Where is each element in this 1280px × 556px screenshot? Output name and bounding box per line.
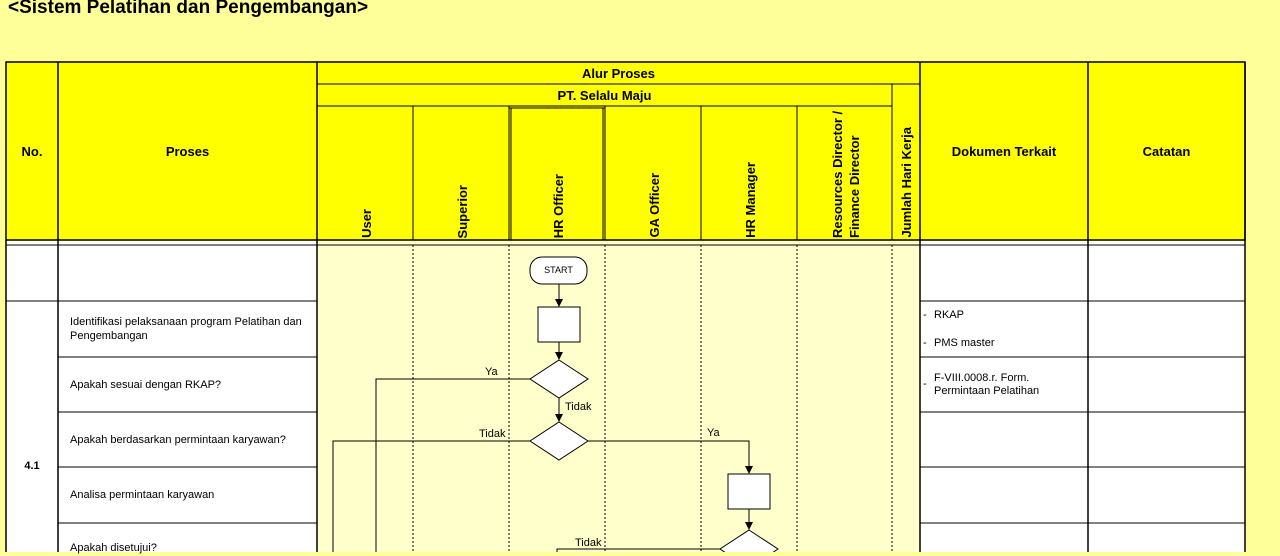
process-box-identifikasi [537, 306, 581, 343]
proses-column-body [58, 241, 317, 552]
doc-form-permintaan-pelatihan: F-VIII.0008.r. Form. Permintaan Pelatiha… [934, 372, 1040, 397]
row-proses-sesuai-rkap: Apakah sesuai dengan RKAP? [70, 378, 222, 391]
decision-permintaan [529, 421, 589, 461]
no-column-body [6, 241, 58, 552]
header-proses: Proses [165, 143, 210, 159]
doc-rkap: RKAP [934, 309, 964, 321]
label-ya: Ya [707, 427, 720, 439]
row-proses-identifikasi: Identifikasi pelaksanaan program Pelatih… [70, 316, 302, 342]
doc-dash: - [923, 378, 927, 390]
lane-header-hr-officer: HR Officer [550, 173, 566, 238]
header-alur-proses: Alur Proses [582, 65, 655, 81]
dokumen-column-body [920, 241, 1088, 552]
lane-header-ga-officer: GA Officer [646, 173, 662, 238]
label-tidak: Tidak [575, 537, 602, 549]
header-band [5, 61, 1246, 241]
label-tidak: Tidak [479, 428, 506, 440]
page-title: <Sistem Pelatihan dan Pengembangan> [8, 0, 369, 18]
catatan-column-body [1088, 241, 1245, 552]
header-company: PT. Selalu Maju [557, 87, 652, 103]
start-label: START [544, 265, 573, 275]
label-ya: Ya [485, 366, 498, 378]
row-proses-analisa: Analisa permintaan karyawan [70, 489, 215, 501]
header-no: No. [21, 143, 43, 159]
header-catatan: Catatan [1142, 143, 1191, 159]
label-tidak: Tidak [565, 401, 592, 413]
row-proses-permintaan-karyawan: Apakah berdasarkan permintaan karyawan? [70, 433, 286, 446]
lane-header-hr-manager: HR Manager [742, 162, 758, 238]
process-box-analisa [727, 473, 771, 510]
doc-dash: - [923, 337, 927, 349]
doc-pms-master: PMS master [934, 337, 995, 349]
lane-header-resources-director: Resources Director / Finance Director [830, 110, 862, 238]
header-jumlah-hari-kerja: Jumlah Hari Kerja [898, 127, 914, 238]
row-proses-disetujui: Apakah disetujui? [70, 542, 157, 554]
section-number: 4.1 [24, 460, 40, 472]
lane-header-user: User [358, 209, 374, 238]
doc-dash: - [923, 309, 927, 321]
header-dokumen-terkait: Dokumen Terkait [951, 143, 1057, 159]
lane-area [317, 241, 920, 552]
decision-disetujui [719, 529, 779, 552]
lane-header-superior: Superior [454, 184, 470, 238]
